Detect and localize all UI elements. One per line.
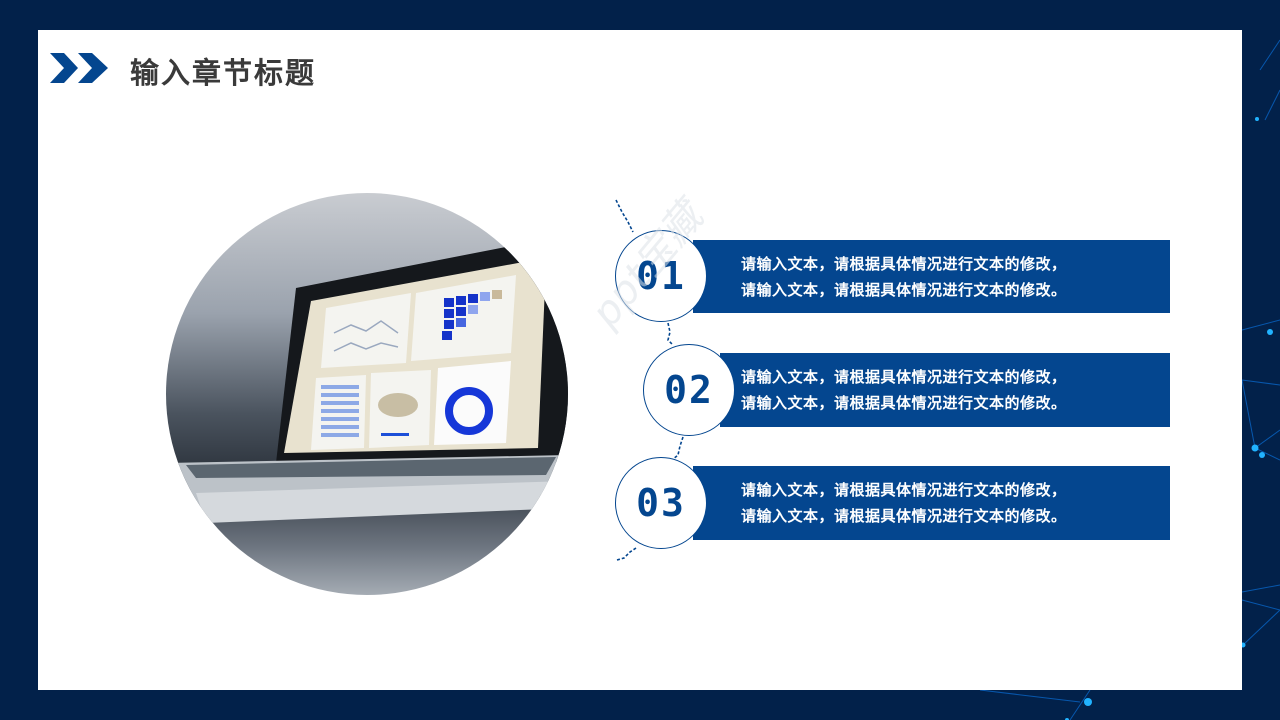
double-chevron-right-icon: [50, 53, 108, 83]
item-03-line-2: 请输入文本，请根据具体情况进行文本的修改。: [741, 507, 1067, 525]
item-01-line-2: 请输入文本，请根据具体情况进行文本的修改。: [741, 280, 1067, 299]
section-title: 输入章节标题: [130, 56, 317, 90]
number-badge-01: 01: [615, 230, 707, 322]
item-01-line-1: 请输入文本，请根据具体情况进行文本的修改，: [741, 254, 1067, 273]
laptop-photo: [166, 193, 568, 595]
text-bar-02: 请输入文本，请根据具体情况进行文本的修改， 请输入文本，请根据具体情况进行文本的…: [720, 353, 1170, 427]
item-03-line-1: 请输入文本，请根据具体情况进行文本的修改，: [741, 481, 1067, 499]
item-02-line-1: 请输入文本，请根据具体情况进行文本的修改，: [741, 368, 1067, 386]
section-header: 输入章节标题: [50, 48, 314, 90]
item-02-line-2: 请输入文本，请根据具体情况进行文本的修改。: [741, 394, 1067, 412]
number-badge-03: 03: [615, 457, 707, 549]
text-bar-03: 请输入文本，请根据具体情况进行文本的修改， 请输入文本，请根据具体情况进行文本的…: [693, 466, 1170, 540]
number-badge-02: 02: [643, 344, 735, 436]
laptop-dashboard-illustration: [166, 243, 568, 523]
text-bar-01: 请输入文本，请根据具体情况进行文本的修改， 请输入文本，请根据具体情况进行文本的…: [693, 240, 1170, 313]
